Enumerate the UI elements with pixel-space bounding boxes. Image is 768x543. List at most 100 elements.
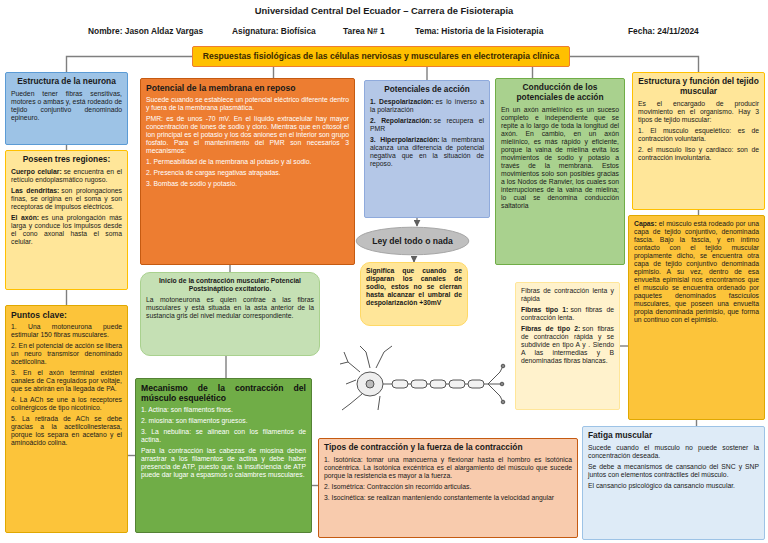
text-paragraph: Ley del todo o nada [372,236,453,246]
text-paragraph: Es el encargado de producir movimiento e… [638,100,759,124]
text-paragraph: Estructura y función del tejido muscular [638,77,759,97]
page-title: Universidad Central Del Ecuador – Carrer… [0,5,768,16]
text-paragraph: Significa que cuando se disparan los can… [366,267,462,307]
axon-terminals [488,366,503,402]
text-paragraph: Fatiga muscular [588,431,759,441]
box-heading: Respuestas fisiológicas de las células n… [198,51,564,61]
concept-box: Poseen tres regiones:Cuerpo celular:se e… [5,150,128,290]
text-paragraph: 3. La nebulina: se alinean con los filam… [141,428,306,444]
concept-box: Fibras de contracción lenta y rápidaFibr… [515,282,620,410]
box-text: Para la contracción las cabezas de miosi… [141,447,306,479]
box-text: El axón: [11,214,39,221]
text-paragraph: 3. Bombas de sodio y potasio. [146,180,349,188]
concept-box: Tipos de contracción y la fuerza de la c… [318,438,578,538]
connector [416,218,417,226]
neuron-drawing [340,346,505,410]
text-paragraph: El axón:es una prolongación más larga y … [11,214,122,246]
box-text: 2. miosina: son filamentos gruesos. [141,417,306,425]
box-text: Cuerpo celular: [11,168,62,175]
box-text: 3. La nebulina: se alinean con los filam… [141,428,306,444]
text-paragraph: Respuestas fisiológicas de las células n… [198,51,564,61]
box-text: PMR: es de unos -70 mV. En el líquido ex… [146,115,349,155]
connector [620,345,628,346]
text-paragraph: Potenciales de acción [370,85,484,95]
text-paragraph: 4. La ACh se une a los receptores coliné… [11,396,122,412]
text-paragraph: 1. Permeabilidad de la membrana al potas… [146,158,349,166]
text-paragraph: 1. Isotónica: tomar una mancuerna y flex… [324,456,572,480]
concept-box: Potencial de la membrana en reposoSucede… [140,78,355,265]
connector [225,356,226,378]
box-text: El cansancio psicológico da cansancio mu… [588,482,759,490]
box-text: 4. La ACh se une a los receptores coliné… [11,396,122,412]
text-paragraph: Fibras tipo 1:son fibras de contracción … [521,306,614,322]
concept-box: Inicio de la contracción muscular: Poten… [140,272,320,356]
box-text: 2. Repolarización: [370,117,432,124]
header-field: Fecha: 24/11/2024 [628,26,699,36]
text-paragraph: Poseen tres regiones: [11,155,122,165]
concept-box: Mecanismo de la contracción del músculo … [135,378,312,533]
header-field: Asignatura: Biofísica [232,26,316,36]
concept-box: Puntos clave: 1. Una motoneurona puede es… [5,305,128,533]
header-field: Tema: Historia de la Fisioterapia [415,26,543,36]
box-text: 1. Una motoneurona puede estimular 150 f… [11,323,122,339]
box-text: La motoneurona es quien contrae a las fi… [146,296,314,320]
box-text: 3. En el axón terminal existen canales d… [11,369,122,393]
box-heading: Inicio de la contracción muscular: Poten… [146,277,314,293]
connector [128,455,135,456]
box-heading: Mecanismo de la contracción del músculo … [141,383,306,403]
concept-box: Significa que cuando se disparan los can… [360,262,468,326]
text-paragraph: Tipos de contracción y la fuerza de la c… [324,443,572,453]
box-heading: Fatiga muscular [588,431,759,441]
concept-box: Capas:el músculo está rodeado por una ca… [628,215,765,420]
box-text: Fibras de tipo 2: [521,325,580,332]
connector [532,67,533,78]
text-paragraph: Inicio de la contracción muscular: Poten… [146,277,314,293]
text-paragraph: En un axón amielínico es un suceso compl… [501,106,619,210]
text-paragraph: Fibras de tipo 2:son fibras de contracci… [521,325,614,365]
text-paragraph: El cansancio psicológico da cansancio mu… [588,482,759,490]
text-paragraph: 2. el musculo liso y cardiaco: son de co… [638,146,759,162]
box-heading: Puntos clave: [11,310,122,320]
box-text: 1. Isotónica: tomar una mancuerna y flex… [324,456,572,480]
box-heading: Ley del todo o nada [372,236,453,246]
text-paragraph: 2. En el potencial de acción se libera u… [11,342,122,366]
connector [66,290,67,305]
concept-box: Potenciales de acción 1. Despolarización:… [364,80,490,218]
box-text: Las dendritas: [11,187,59,194]
box-heading: Poseen tres regiones: [11,155,122,165]
text-paragraph: 5. La retirada de ACh se debe gracias a … [11,415,122,447]
text-paragraph: Potencial de la membrana en reposo [146,83,349,93]
box-text: el músculo está rodeado por una capa de … [634,220,759,323]
box-text: En un axón amielínico es un suceso compl… [501,106,619,210]
box-text: 2. el musculo liso y cardiaco: son de co… [638,146,759,162]
myelin-sheath [392,380,484,388]
text-paragraph: PMR: es de unos -70 mV. En el líquido ex… [146,115,349,155]
text-paragraph: 1. Actina: son filamentos finos. [141,406,306,414]
box-heading: Estructura de la neurona [11,77,122,87]
text-paragraph: Estructura de la neurona [11,77,122,87]
box-text: 2. Presencia de cargas negativas atrapad… [146,169,349,177]
box-heading: Potenciales de acción [370,85,484,95]
text-paragraph: 2. Isométrica: Contracción sin recorrido… [324,483,572,491]
text-paragraph: 3. Hiperpolarización:la membrana alcanza… [370,136,484,168]
connector [273,67,274,78]
text-paragraph: Capas:el músculo está rodeado por una ca… [634,220,759,324]
connector [570,57,699,73]
concept-box: Conducción de los potenciales de acciónE… [495,78,625,265]
text-paragraph: La motoneurona es quien contrae a las fi… [146,296,314,320]
connector [426,67,427,80]
text-paragraph: Sucede cuando se establece un potencial … [146,96,349,112]
text-paragraph: Puntos clave: [11,310,122,320]
box-text: 1. Despolarización: [370,98,434,105]
concept-box: Estructura y función del tejido muscular… [632,72,765,210]
text-paragraph: Fibras de contracción lenta y rápida [521,287,614,303]
box-text: 3. Bombas de sodio y potasio. [146,180,349,188]
box-text: Sucede cuando el musculo no puede sosten… [588,444,759,460]
nucleus [366,380,374,388]
header-field: Tarea N# 1 [343,26,385,36]
text-paragraph: 2. miosina: son filamentos gruesos. [141,417,306,425]
text-paragraph: Se debe a mecanismos de cansancio del SN… [588,463,759,479]
box-text: 5. La retirada de ACh se debe gracias a … [11,415,122,447]
text-paragraph: 2. Presencia de cargas negativas atrapad… [146,169,349,177]
box-text: Pueden tener fibras sensitivas, motores … [11,90,122,122]
